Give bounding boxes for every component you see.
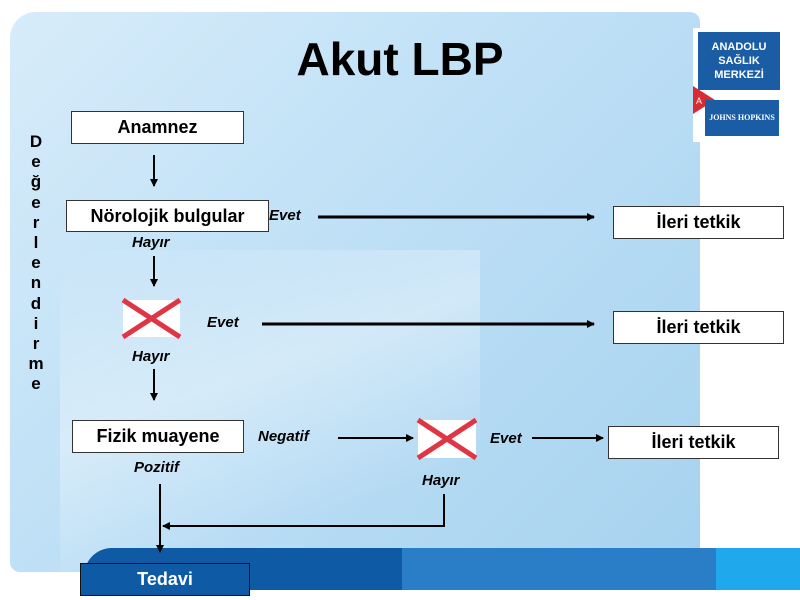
side-label-letter: e	[31, 253, 41, 273]
side-label-letter: ğ	[30, 172, 42, 192]
label-negatif: Negatif	[258, 428, 309, 445]
node-ileri-tetkik-2: İleri tetkik	[613, 311, 784, 344]
node-ileri-tetkik-1: İleri tetkik	[613, 206, 784, 239]
side-label-letter: e	[31, 192, 41, 212]
label-evet-2: Evet	[207, 314, 239, 331]
slide-background	[10, 12, 700, 572]
side-label-letter: i	[33, 313, 39, 333]
svg-text:A: A	[696, 96, 702, 106]
label-pozitif: Pozitif	[134, 459, 179, 476]
cross-icon-1	[121, 297, 182, 340]
side-label-letter: n	[30, 273, 42, 293]
logo-line1: ANADOLU	[711, 41, 767, 53]
node-ileri-tetkik-3: İleri tetkik	[608, 426, 779, 459]
label-hayir-3: Hayır	[422, 472, 460, 489]
node-norolojik-bulgular: Nörolojik bulgular	[66, 200, 269, 232]
side-label-letter: m	[28, 354, 44, 374]
side-label-letter: e	[31, 152, 41, 172]
logo-line2: SAĞLIK	[718, 55, 760, 67]
page-title: Akut LBP	[296, 33, 504, 85]
cross-icon-2	[416, 417, 478, 461]
logo-flag-icon: A	[693, 86, 715, 114]
label-hayir-2: Hayır	[132, 348, 170, 365]
label-evet-3: Evet	[490, 430, 522, 447]
label-hayir-1: Hayır	[132, 234, 170, 251]
side-label-letter: l	[33, 233, 39, 253]
node-tedavi: Tedavi	[80, 563, 250, 596]
side-label-letter: e	[31, 374, 41, 394]
arrow-hayir3-tedavi	[162, 494, 445, 530]
node-anamnez: Anamnez	[71, 111, 244, 144]
logo-line3: MERKEZİ	[714, 69, 764, 81]
side-label-letter: d	[30, 293, 42, 313]
logo-partner: JOHNS HOPKINS	[705, 100, 779, 136]
side-label-letter: r	[32, 334, 40, 354]
node-fizik-muayene: Fizik muayene	[72, 420, 244, 453]
label-evet-1: Evet	[269, 207, 301, 224]
anadolu-logo: ANADOLU SAĞLIK MERKEZİ A JOHNS HOPKINS	[693, 28, 785, 142]
side-label-letter: D	[29, 132, 43, 151]
side-label-letter: r	[32, 212, 40, 232]
